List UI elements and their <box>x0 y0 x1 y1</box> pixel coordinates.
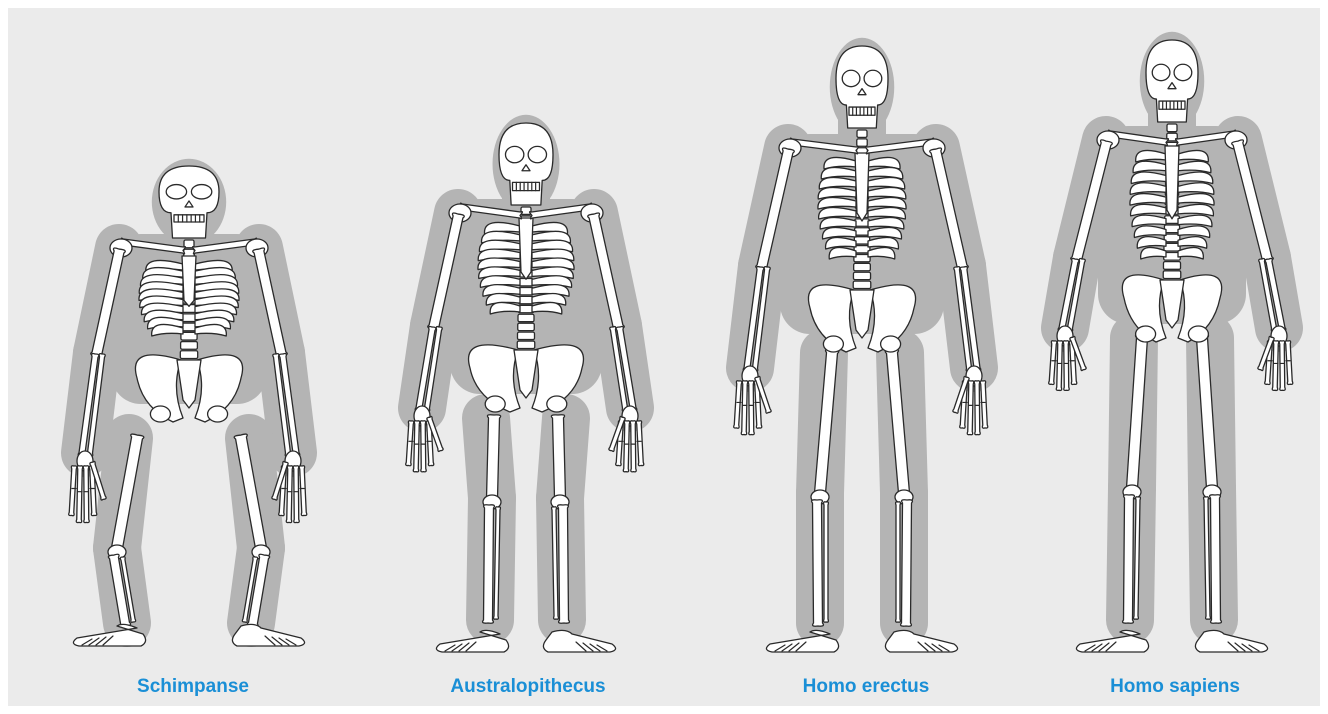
finger-bone <box>623 421 629 472</box>
sternum <box>855 153 869 221</box>
finger-bone <box>967 381 973 435</box>
australopithecus-label: Australopithecus <box>378 676 678 698</box>
pelvis <box>1122 275 1221 342</box>
australopithecus-skeleton <box>356 8 696 668</box>
pelvis <box>135 355 242 422</box>
erectus-skeleton <box>692 8 1032 668</box>
erectus-label: Homo erectus <box>716 676 1016 698</box>
finger-bone <box>748 381 754 435</box>
tibia <box>483 505 495 623</box>
finger-bone <box>1056 341 1062 391</box>
fibula <box>824 502 829 622</box>
finger-bone <box>734 381 742 428</box>
finger-bone <box>293 466 299 523</box>
tibia <box>1210 495 1222 623</box>
finger-bone <box>413 421 419 472</box>
finger-bone <box>69 466 77 516</box>
finger-bone <box>1272 341 1278 391</box>
sapiens-skeleton <box>1002 8 1328 668</box>
finger-bone <box>286 466 292 523</box>
finger-bone <box>420 421 426 472</box>
finger-bone <box>406 421 414 466</box>
finger-bone <box>1063 341 1069 391</box>
chimp-skeleton <box>19 8 359 668</box>
tibia <box>1123 495 1135 623</box>
finger-bone <box>1279 341 1285 391</box>
finger-bone <box>630 421 636 472</box>
finger-bone <box>741 381 747 435</box>
tibia <box>558 505 570 623</box>
chimp-label: Schimpanse <box>43 676 343 698</box>
sapiens-label: Homo sapiens <box>1025 676 1325 698</box>
fibula <box>896 502 901 622</box>
femur <box>551 415 566 502</box>
finger-bone <box>83 466 89 523</box>
finger-bone <box>1049 341 1057 385</box>
tibia <box>812 500 824 626</box>
pelvis <box>469 345 584 412</box>
sternum <box>182 256 196 306</box>
sternum <box>519 218 533 279</box>
tibia <box>901 500 913 626</box>
sternum <box>1165 146 1179 219</box>
finger-bone <box>974 381 980 435</box>
pelvis <box>808 285 915 352</box>
femur <box>485 415 500 502</box>
finger-bone <box>76 466 82 523</box>
